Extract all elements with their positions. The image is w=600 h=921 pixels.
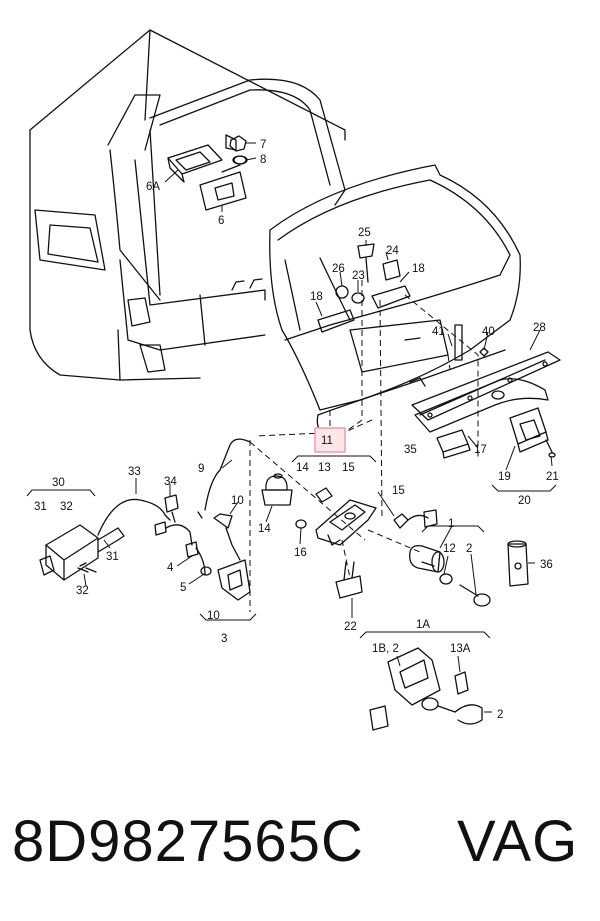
callout-1B2: 1B, 2 [372, 643, 399, 655]
callout-7: 7 [260, 139, 266, 151]
callout-3: 3 [221, 633, 227, 645]
washer-23 [351, 292, 365, 304]
bolt-25 [357, 243, 375, 283]
callout-17: 17 [474, 444, 487, 456]
callout-12: 12 [443, 543, 456, 555]
lock-cylinder-1 [409, 544, 491, 607]
callout-33: 33 [128, 466, 141, 478]
label-leaders [83, 142, 553, 713]
callout-6: 6 [218, 215, 224, 227]
callout-14b: 14 [258, 523, 271, 535]
callout-25: 25 [358, 227, 371, 239]
callout-31a: 31 [34, 501, 47, 513]
clip-13 [315, 487, 333, 503]
actuator-motor-30 [39, 524, 125, 581]
callout-26: 26 [332, 263, 345, 275]
callout-4: 4 [167, 562, 174, 574]
striker-assembly [167, 134, 248, 211]
screw-32 [77, 562, 89, 573]
bracket-22 [335, 561, 363, 599]
switch-34 [164, 494, 179, 523]
callout-8: 8 [260, 154, 266, 166]
callout-10a: 10 [231, 495, 244, 507]
callout-15a: 15 [342, 462, 355, 474]
brand-label: VAG [457, 809, 579, 874]
callout-1A: 1A [416, 619, 430, 631]
lock-set-1A [369, 647, 483, 731]
callout-14a: 14 [296, 462, 309, 474]
callout-32b: 32 [76, 585, 89, 597]
callout-22: 22 [344, 621, 357, 633]
wire-harness-4 [154, 521, 206, 576]
nut-16 [295, 519, 307, 529]
callout-24: 24 [386, 245, 399, 257]
lock-assembly-15 [315, 499, 377, 546]
group-brackets [26, 455, 557, 639]
hinge-18b [317, 309, 355, 333]
callout-21: 21 [546, 471, 559, 483]
nut-7 [229, 135, 247, 152]
callout-28: 28 [533, 322, 546, 334]
callout-2b: 2 [497, 709, 503, 721]
cable-33 [97, 498, 166, 536]
callout-35: 35 [404, 444, 417, 456]
callout-10b: 10 [207, 610, 220, 622]
callout-6A: 6A [146, 181, 160, 193]
callout-34: 34 [164, 476, 177, 488]
callout-40: 40 [482, 326, 495, 338]
callout-18b: 18 [310, 291, 323, 303]
callout-15b: 15 [392, 485, 405, 497]
callout-16: 16 [294, 547, 307, 559]
callout-1: 1 [448, 518, 454, 530]
callout-13: 13 [318, 462, 331, 474]
callout-2a: 2 [466, 543, 472, 555]
callout-5: 5 [180, 582, 186, 594]
cap-14 [261, 473, 293, 506]
footer: 8D9827565C VAG [0, 808, 600, 898]
switch-35 [436, 429, 471, 459]
cable-9 [204, 438, 251, 511]
hinge-18 [371, 285, 411, 309]
callout-41: 41 [432, 326, 445, 338]
callout-19: 19 [498, 471, 511, 483]
car-body-outline [29, 29, 346, 381]
callout-11: 11 [321, 435, 333, 447]
highlight-box-11 [314, 427, 346, 453]
washer-8 [233, 155, 247, 165]
callout-36: 36 [540, 559, 553, 571]
callout-30: 30 [52, 477, 65, 489]
tube-36 [507, 540, 529, 587]
grommet-26 [335, 285, 349, 299]
callout-13A: 13A [450, 643, 471, 655]
callout-31b: 31 [106, 551, 119, 563]
callout-23: 23 [352, 270, 365, 282]
callout-18a: 18 [412, 263, 425, 275]
plate-24 [382, 259, 401, 281]
callout-labels: 7 8 6A 6 25 24 26 23 18 18 28 41 40 11 1… [34, 139, 559, 721]
bracket-3 [200, 513, 251, 601]
part-number: 8D9827565C [12, 809, 364, 874]
callout-32a: 32 [60, 501, 73, 513]
callout-20: 20 [518, 495, 531, 507]
wire-connector-15 [393, 509, 438, 529]
callout-9: 9 [198, 463, 204, 475]
camera-housing [509, 407, 556, 458]
tailgate-outline [269, 164, 521, 431]
handle-strip-17 [414, 378, 549, 433]
